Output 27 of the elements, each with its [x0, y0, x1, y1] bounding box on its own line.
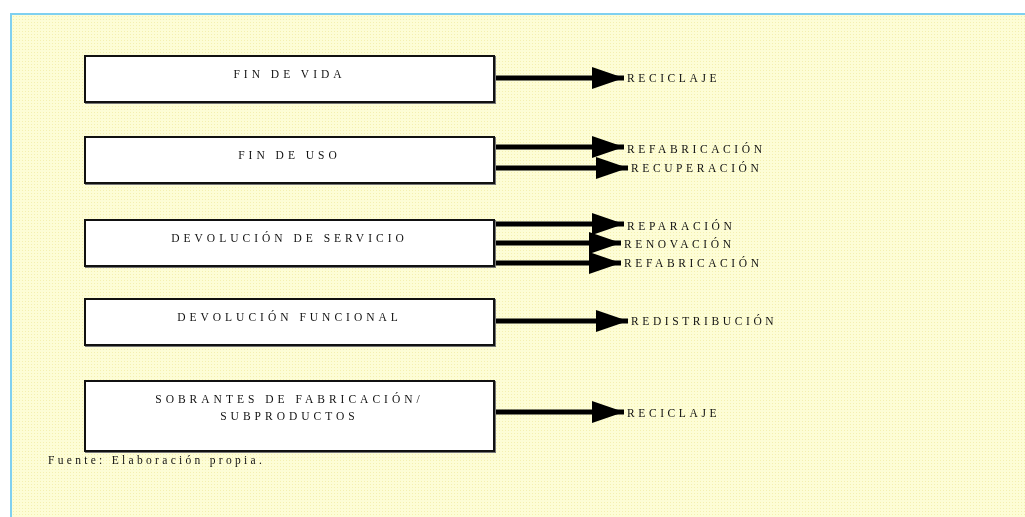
arrow	[495, 310, 628, 332]
box-label: FIN DE VIDA	[232, 67, 347, 82]
box-label: FIN DE USO	[237, 148, 342, 163]
source-caption: Fuente: Elaboración propia.	[48, 454, 266, 466]
outcome-label: RECICLAJE	[627, 406, 721, 420]
process-box	[84, 298, 495, 346]
outcome-label: RECUPERACIÓN	[631, 161, 763, 175]
outcome-label: REPARACIÓN	[627, 219, 736, 233]
arrow	[495, 213, 624, 235]
arrow	[495, 401, 624, 423]
box-label: DEVOLUCIÓN DE SERVICIO	[170, 230, 409, 246]
outcome-label: REFABRICACIÓN	[624, 256, 763, 270]
arrow	[495, 136, 624, 158]
outcome-label: RECICLAJE	[627, 71, 721, 85]
arrow	[495, 252, 621, 274]
process-box	[84, 136, 495, 184]
process-box	[84, 55, 495, 103]
outcome-label: REDISTRIBUCIÓN	[631, 314, 778, 328]
box-label: DEVOLUCIÓN FUNCIONAL	[176, 309, 403, 325]
outcome-label: RENOVACIÓN	[624, 237, 735, 251]
arrow	[495, 157, 628, 179]
arrow	[495, 232, 621, 254]
box-label: SOBRANTES DE FABRICACIÓN/ SUBPRODUCTOS	[154, 391, 425, 424]
process-box	[84, 219, 495, 267]
arrow	[495, 67, 624, 89]
process-box	[84, 380, 495, 452]
outcome-label: REFABRICACIÓN	[627, 142, 766, 156]
